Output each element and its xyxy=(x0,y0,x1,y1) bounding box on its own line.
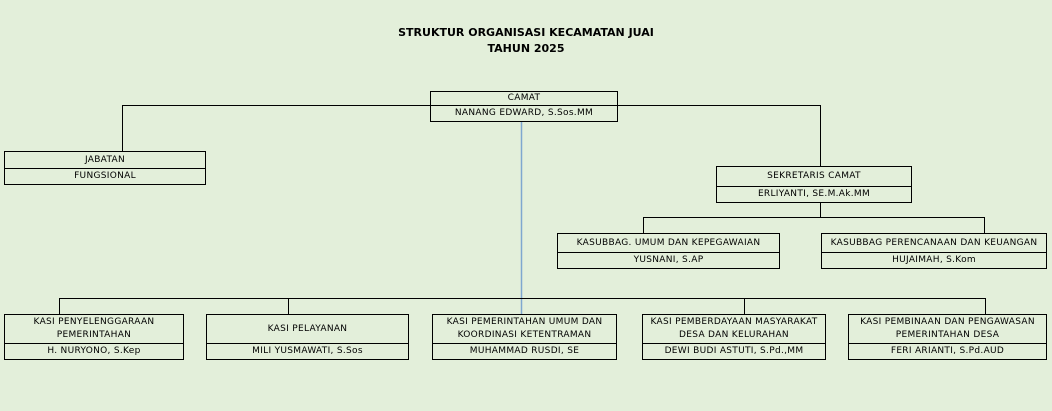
node-kasi-pemerintahan-umum[interactable]: KASI PEMERINTAHAN UMUM DAN KOORDINASI KE… xyxy=(432,314,617,360)
node-role: JABATAN xyxy=(5,152,205,169)
node-kasi-pelayanan[interactable]: KASI PELAYANAN MILI YUSMAWATI, S.Sos xyxy=(206,314,409,360)
node-sekretaris-camat[interactable]: SEKRETARIS CAMAT ERLIYANTI, SE.M.Ak.MM xyxy=(716,166,912,203)
node-role: KASI PEMBERDAYAAN MASYARAKAT DESA DAN KE… xyxy=(643,315,825,344)
node-name: FERI ARIANTI, S.Pd.AUD xyxy=(890,346,1005,356)
node-role: KASI PENYELENGGARAAN PEMERINTAHAN xyxy=(5,315,183,344)
node-name: HUJAIMAH, S.Kom xyxy=(892,255,976,265)
node-jabatan-fungsional[interactable]: JABATAN FUNGSIONAL xyxy=(4,151,206,185)
node-role: KASI PELAYANAN xyxy=(207,315,408,344)
node-kasubbag-perencanaan[interactable]: KASUBBAG PERENCANAAN DAN KEUANGAN HUJAIM… xyxy=(821,233,1047,269)
chart-subtitle: TAHUN 2025 xyxy=(487,42,565,55)
chart-title: STRUKTUR ORGANISASI KECAMATAN JUAI xyxy=(398,26,654,39)
node-role: CAMAT xyxy=(431,92,617,106)
node-name: MILI YUSMAWATI, S.Sos xyxy=(252,346,363,356)
node-kasubbag-umum[interactable]: KASUBBAG. UMUM DAN KEPEGAWAIAN YUSNANI, … xyxy=(557,233,780,269)
node-name: DEWI BUDI ASTUTI, S.Pd.,MM xyxy=(664,346,804,356)
node-role: KASUBBAG. UMUM DAN KEPEGAWAIAN xyxy=(558,234,779,253)
node-kasi-pembinaan[interactable]: KASI PEMBINAAN DAN PENGAWASAN PEMERINTAH… xyxy=(848,314,1047,360)
node-name: NANANG EDWARD, S.Sos.MM xyxy=(454,108,594,118)
node-camat[interactable]: CAMAT NANANG EDWARD, S.Sos.MM xyxy=(430,91,618,122)
node-name: YUSNANI, S.AP xyxy=(633,255,704,265)
node-kasi-penyelenggaraan[interactable]: KASI PENYELENGGARAAN PEMERINTAHAN H. NUR… xyxy=(4,314,184,360)
node-role: SEKRETARIS CAMAT xyxy=(717,167,911,187)
node-role: KASUBBAG PERENCANAAN DAN KEUANGAN xyxy=(822,234,1046,253)
node-name: H. NURYONO, S.Kep xyxy=(47,346,141,356)
node-name: ERLIYANTI, SE.M.Ak.MM xyxy=(757,189,871,199)
node-role: KASI PEMBINAAN DAN PENGAWASAN PEMERINTAH… xyxy=(849,315,1046,344)
node-name: MUHAMMAD RUSDI, SE xyxy=(469,346,580,356)
node-role: KASI PEMERINTAHAN UMUM DAN KOORDINASI KE… xyxy=(433,315,616,344)
node-kasi-pemberdayaan[interactable]: KASI PEMBERDAYAAN MASYARAKAT DESA DAN KE… xyxy=(642,314,826,360)
node-name: FUNGSIONAL xyxy=(74,171,136,181)
